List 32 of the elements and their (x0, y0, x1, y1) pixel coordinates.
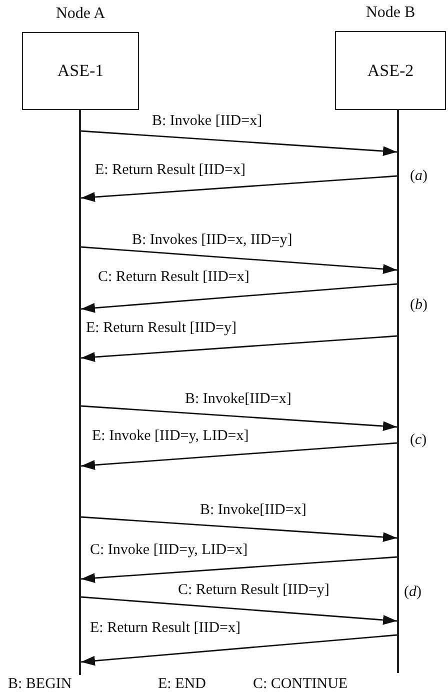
component-name: ASE-1 (57, 61, 104, 81)
message-label: B: Invoke[IID=x] (183, 391, 294, 408)
message-arrow (80, 130, 398, 156)
message-arrow (80, 175, 398, 202)
lifeline (79, 110, 81, 675)
message-label: E: Invoke [IID=y, LID=x] (90, 428, 251, 445)
message-arrow (80, 442, 398, 470)
legend-key: C: CONTINUE (253, 676, 348, 693)
panel-letter: (c) (410, 432, 427, 449)
message-arrow (80, 556, 398, 584)
legend-key: B: BEGIN (8, 676, 72, 693)
panel-letter: (b) (410, 297, 428, 314)
message-arrow (80, 596, 398, 625)
component-name: ASE-2 (367, 60, 414, 80)
message-arrow (80, 246, 398, 274)
message-arrow (80, 335, 398, 362)
legend-key: E: END (158, 676, 206, 693)
message-label: C: Invoke [IID=y, LID=x] (88, 542, 250, 559)
message-label: C: Return Result [IID=x] (96, 269, 252, 286)
message-arrow (80, 634, 398, 666)
message-label: B: Invoke [IID=x] (150, 113, 264, 130)
message-arrow (80, 283, 398, 313)
message-arrow (80, 405, 398, 432)
message-label: B: Invokes [IID=x, IID=y] (130, 232, 294, 249)
message-label: B: Invoke[IID=x] (198, 502, 308, 519)
lifeline (397, 110, 399, 673)
node-heading: Node B (366, 4, 416, 22)
panel-letter: (a) (410, 168, 428, 185)
message-label: C: Return Result [IID=y] (176, 582, 332, 599)
node-heading: Node A (56, 5, 106, 23)
message-arrow (80, 516, 398, 542)
panel-letter: (d) (404, 584, 422, 601)
